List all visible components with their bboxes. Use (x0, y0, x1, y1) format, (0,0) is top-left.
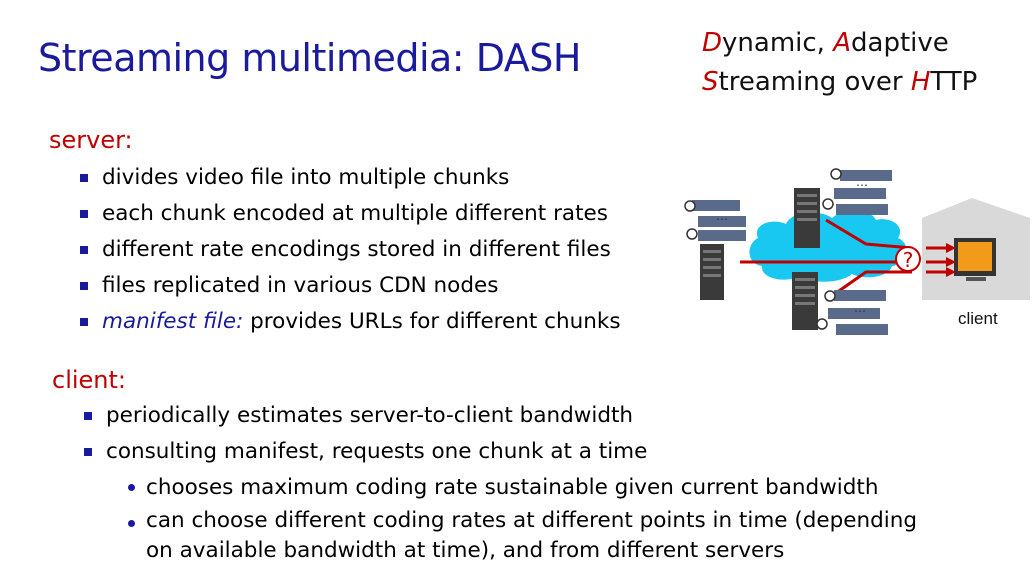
cdn-storage-nodes (692, 170, 892, 335)
server-tower-icon (700, 244, 724, 300)
client-sub-bullet-list: chooses maximum coding rate sustainable … (126, 470, 917, 566)
bullet-square-icon (80, 246, 88, 254)
rate-decision-icon (895, 246, 921, 272)
acronym-initial: D (702, 28, 723, 58)
server-heading: server: (49, 126, 133, 154)
dash-network-diagram: ? … … … (684, 168, 1030, 335)
list-item: files replicated in various CDN nodes (80, 268, 621, 304)
acronym-text: treaming over (718, 67, 911, 97)
acronym-line-2: Streaming over HTTP (702, 63, 977, 102)
bullet-square-icon (80, 282, 88, 290)
bullet-square-icon (80, 210, 88, 218)
acronym-text: ynamic, (722, 28, 834, 58)
chunk-request-arrows (740, 218, 946, 302)
bullet-square-icon (84, 412, 92, 420)
list-item: each chunk encoded at multiple different… (80, 196, 621, 232)
list-item: chooses maximum coding rate sustainable … (126, 470, 917, 506)
bullet-dot-icon (128, 520, 135, 527)
acronym-initial: S (702, 67, 719, 97)
client-bullet-list: periodically estimates server-to-client … (84, 398, 647, 470)
client-heading: client: (52, 366, 127, 394)
bullet-square-icon (84, 448, 92, 456)
list-item-continuation: on available bandwidth at time), and fro… (146, 538, 785, 563)
bullet-square-icon (80, 174, 88, 182)
server-tower-icon (794, 188, 820, 248)
bullet-dot-icon (128, 484, 135, 491)
dash-acronym: Dynamic, Adaptive Streaming over HTTP (702, 24, 977, 102)
list-item: different rate encodings stored in diffe… (80, 232, 621, 268)
question-mark-label: ? (903, 248, 914, 272)
list-item: divides video file into multiple chunks (80, 160, 621, 196)
server-tower-icon (792, 272, 818, 330)
bullet-square-icon (80, 318, 88, 326)
cdn-cloud-icon (749, 210, 907, 282)
svg-text:…: … (854, 301, 866, 315)
client-house-roof (922, 198, 1030, 218)
svg-text:…: … (856, 175, 868, 189)
manifest-label: manifest file: (102, 309, 244, 334)
server-bullet-list: divides video file into multiple chunks … (80, 160, 621, 340)
client-label: client (958, 309, 998, 328)
acronym-initial: H (910, 67, 931, 97)
acronym-initial: A (833, 28, 852, 58)
acronym-line-1: Dynamic, Adaptive (702, 24, 977, 63)
svg-text:…: … (716, 209, 728, 223)
list-item: can choose different coding rates at dif… (126, 506, 917, 536)
list-item: consulting manifest, requests one chunk … (84, 434, 647, 470)
list-item: manifest file: provides URLs for differe… (80, 304, 621, 340)
acronym-text: daptive (851, 28, 949, 58)
list-item: periodically estimates server-to-client … (84, 398, 647, 434)
acronym-text: TTP (930, 67, 978, 97)
page-title: Streaming multimedia: DASH (38, 36, 581, 80)
